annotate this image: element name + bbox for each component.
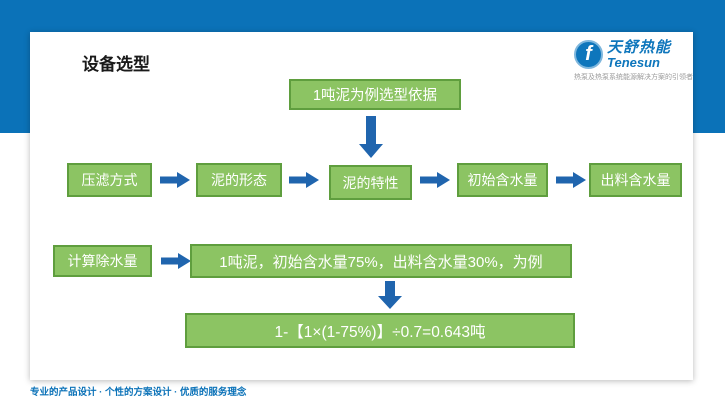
arrow-right-icon <box>289 172 319 188</box>
flow-box-selection-basis: 1吨泥为例选型依据 <box>289 79 461 110</box>
logo-names: 天舒热能 Tenesun <box>607 40 671 69</box>
flow-box-filter-method: 压滤方式 <box>67 163 152 197</box>
page-title: 设备选型 <box>82 55 150 74</box>
footer-slogan: 专业的产品设计 · 个性的方案设计 · 优质的服务理念 <box>30 387 247 398</box>
flow-box-initial-moisture: 初始含水量 <box>457 163 548 197</box>
logo-company-name-en: Tenesun <box>607 54 660 70</box>
flow-box-mud-property: 泥的特性 <box>329 165 412 200</box>
company-logo: f 天舒热能 Tenesun 热泵及热泵系统能源解决方案的引领者 <box>574 40 693 82</box>
logo-row: f 天舒热能 Tenesun <box>574 40 690 70</box>
arrow-right-icon <box>161 253 191 269</box>
flow-box-output-moisture: 出料含水量 <box>589 163 682 197</box>
flow-box-calc-example: 1吨泥，初始含水量75%，出料含水量30%，为例 <box>190 244 572 278</box>
arrow-right-icon <box>556 172 586 188</box>
flow-box-formula: 1-【1×(1-75%)】÷0.7=0.643吨 <box>185 313 575 348</box>
arrow-down-icon <box>378 281 402 309</box>
logo-tagline: 热泵及热泵系统能源解决方案的引领者 <box>574 74 693 82</box>
logo-company-name-cn: 天舒热能 <box>607 39 672 56</box>
arrow-down-icon <box>359 116 383 158</box>
tenesun-logo-icon: f <box>574 40 603 70</box>
flow-box-mud-form: 泥的形态 <box>196 163 282 197</box>
logo-icon-letter: f <box>585 43 592 66</box>
flow-box-calc-label: 计算除水量 <box>53 245 152 277</box>
arrow-right-icon <box>160 172 190 188</box>
content-card: 设备选型 f 天舒热能 Tenesun 热泵及热泵系统能源解决方案的引领者 1吨… <box>30 32 693 380</box>
arrow-right-icon <box>420 172 450 188</box>
